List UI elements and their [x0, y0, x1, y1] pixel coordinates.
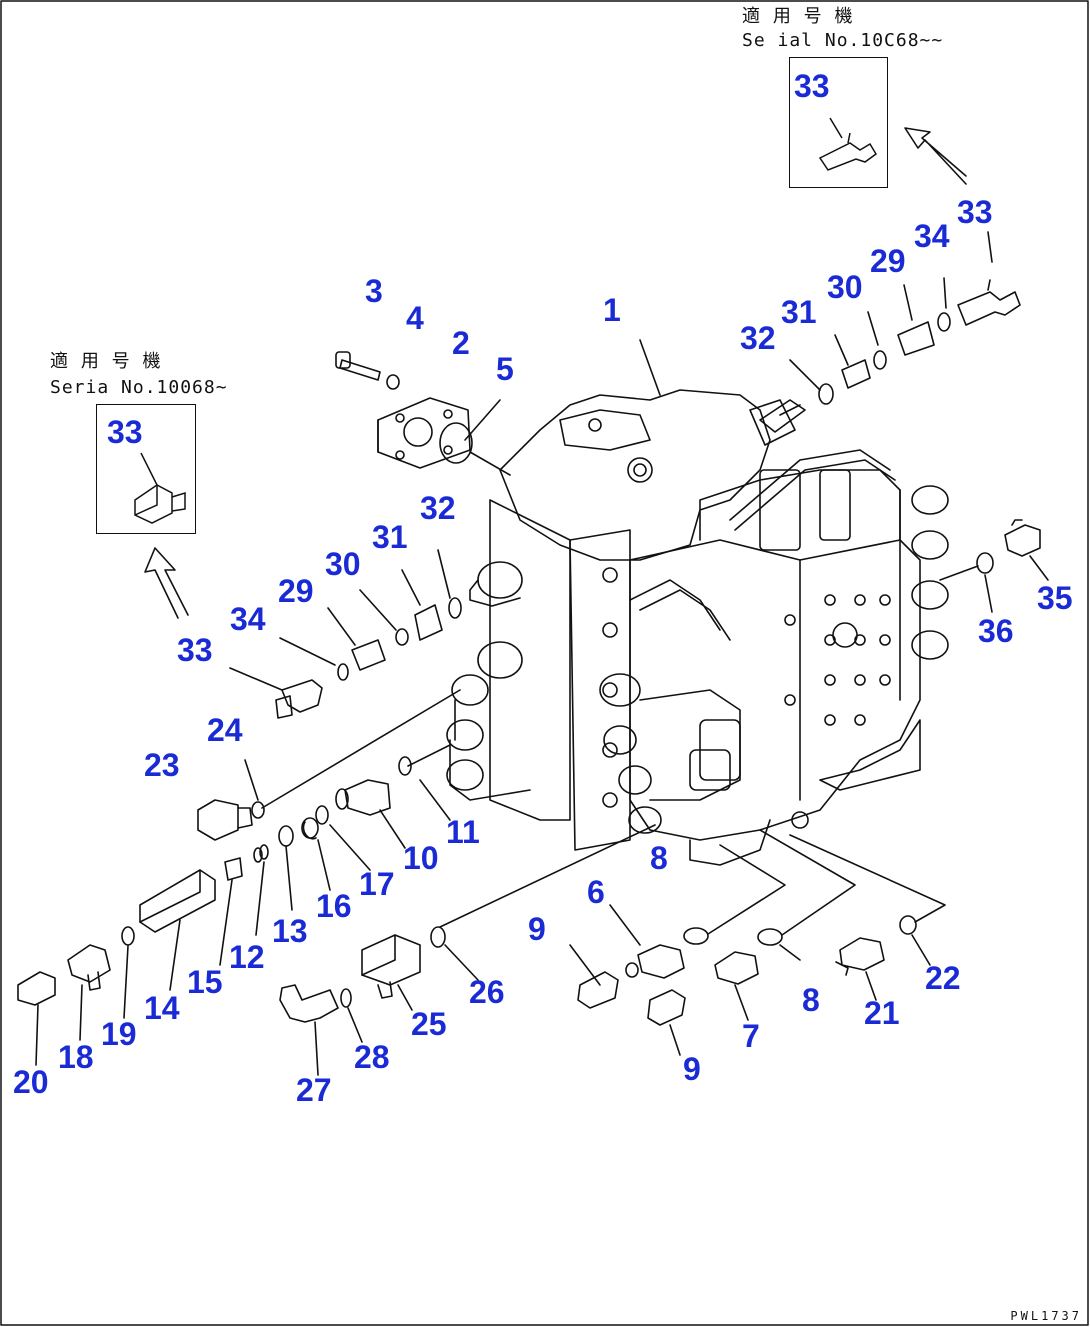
inset-box-left: [96, 404, 196, 534]
lower-left-fittings: [17, 689, 461, 1066]
callout-32-left: 32: [420, 490, 456, 526]
callout-30-right: 30: [827, 269, 863, 305]
inset-caption-left-title: 適 用 号 機: [50, 351, 162, 372]
lower-mid-fittings: [279, 824, 656, 1076]
callout-inset-left: 33: [107, 414, 143, 450]
callout-21: 21: [864, 995, 900, 1031]
callout-32-right: 32: [740, 320, 776, 356]
callout-36: 36: [978, 613, 1014, 649]
callout-23: 23: [144, 747, 180, 783]
callout-33-right: 33: [957, 194, 993, 230]
callout-15: 15: [187, 964, 223, 1000]
inset-fitting-drawing: [134, 452, 186, 524]
callout-30-left: 30: [325, 546, 361, 582]
callout-22: 22: [925, 960, 961, 996]
callout-9-right: 9: [683, 1051, 701, 1087]
callout-11: 11: [446, 814, 480, 850]
callout-31-left: 31: [372, 519, 408, 555]
inset-caption-left-serial: Seria No.10068~: [50, 377, 228, 398]
callout-35: 35: [1037, 580, 1073, 616]
callout-4: 4: [406, 300, 424, 336]
callout-10: 10: [403, 840, 439, 876]
callout-8-lower: 8: [802, 982, 820, 1018]
lower-right-fittings: [464, 339, 1049, 1056]
drawing-id-label: PWL1737: [1010, 1309, 1082, 1323]
callout-14: 14: [144, 990, 180, 1026]
flange-assembly: [335, 351, 511, 476]
callout-5: 5: [496, 351, 514, 387]
callout-2: 2: [452, 325, 470, 361]
callout-18: 18: [58, 1039, 94, 1075]
callout-3: 3: [365, 273, 383, 309]
callout-17: 17: [359, 866, 395, 902]
top-right-fittings: [759, 127, 1021, 433]
callout-12: 12: [229, 939, 265, 975]
callout-26: 26: [469, 974, 505, 1010]
callout-9-left: 9: [528, 911, 546, 947]
inset-fitting-drawing: [818, 117, 877, 171]
callout-27: 27: [296, 1072, 332, 1108]
callout-24: 24: [207, 712, 243, 748]
callout-8-upper: 8: [650, 840, 668, 876]
callout-16: 16: [316, 888, 352, 924]
callout-13: 13: [272, 913, 308, 949]
callout-inset-top-right: 33: [794, 68, 830, 104]
callout-29-right: 29: [870, 243, 906, 279]
left-fittings: [144, 547, 462, 719]
callout-34-right: 34: [914, 218, 950, 254]
callout-34-left: 34: [230, 601, 266, 637]
inset-caption-top-right-serial: Se ial No.10C68~~: [742, 30, 944, 51]
callout-7: 7: [742, 1018, 760, 1054]
control-valve-body: [446, 389, 949, 866]
callout-19: 19: [101, 1016, 137, 1052]
inset-box-top-right: [789, 57, 888, 188]
callout-1: 1: [603, 292, 621, 328]
callout-31-right: 31: [781, 294, 817, 330]
callout-28: 28: [354, 1039, 390, 1075]
callout-20: 20: [13, 1064, 49, 1100]
callout-25: 25: [411, 1006, 447, 1042]
callout-29-left: 29: [278, 573, 314, 609]
inset-caption-top-right-title: 適 用 号 機: [742, 6, 854, 27]
callout-6: 6: [587, 874, 605, 910]
callout-33-left: 33: [177, 632, 213, 668]
